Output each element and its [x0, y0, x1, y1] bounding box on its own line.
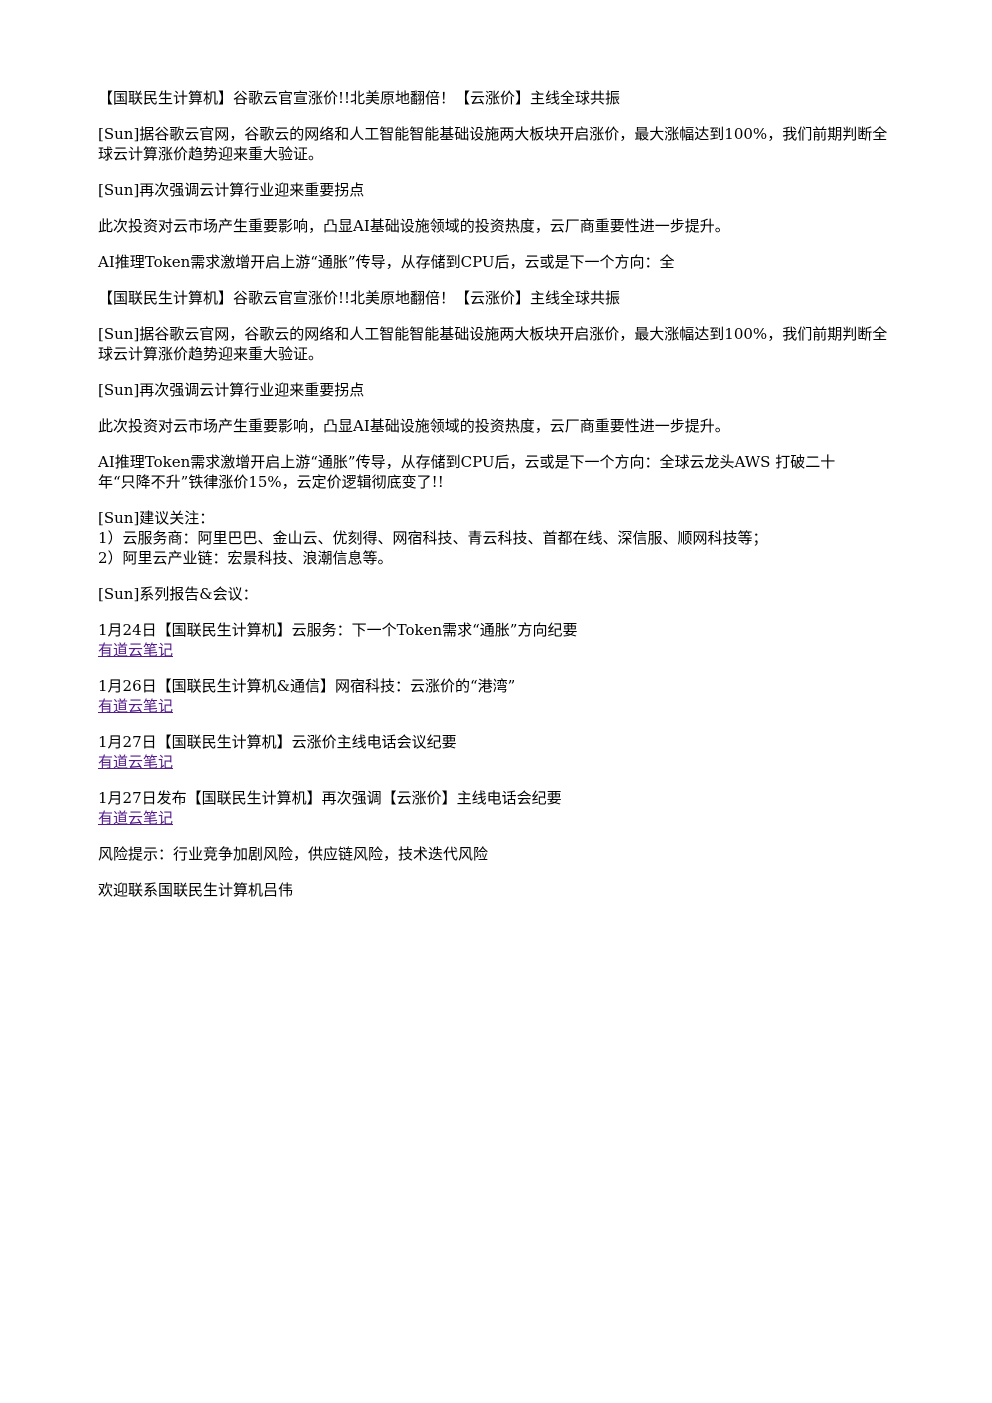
price-hike-paragraph-repeat: [Sun]据谷歌云官网，谷歌云的网络和人工智能智能基础设施两大板块开启涨价，最大…: [98, 325, 888, 363]
aws-paragraph-line-1: AI推理Token需求激增开启上游“通胀”传导，从存储到CPU后，云或是下一个方…: [98, 453, 836, 471]
headline-paragraph-repeat: 【国联民生计算机】谷歌云官宣涨价!!北美原地翻倍！【云涨价】主线全球共振: [98, 289, 621, 307]
youdao-note-link[interactable]: 有道云笔记: [98, 697, 174, 715]
series-heading: [Sun]系列报告&会议：: [98, 585, 258, 603]
aws-paragraph: AI推理Token需求激增开启上游“通胀”传导，从存储到CPU后，云或是下一个方…: [98, 452, 898, 492]
suggestion-item-alibaba-chain: 2）阿里云产业链：宏景科技、浪潮信息等。: [98, 549, 393, 567]
contact-line: 欢迎联系国联民生计算机吕伟: [98, 881, 294, 899]
youdao-note-link[interactable]: 有道云笔记: [98, 809, 174, 827]
meeting-item: 1月26日【国联民生计算机&通信】网宿科技：云涨价的“港湾” 有道云笔记: [98, 676, 898, 716]
investment-paragraph: 此次投资对云市场产生重要影响，凸显AI基础设施领域的投资热度，云厂商重要性进一步…: [98, 217, 730, 235]
suggestion-heading: [Sun]建议关注：: [98, 509, 215, 527]
turning-point-paragraph-repeat: [Sun]再次强调云计算行业迎来重要拐点: [98, 381, 365, 399]
headline-paragraph: 【国联民生计算机】谷歌云官宣涨价!!北美原地翻倍！【云涨价】主线全球共振: [98, 89, 621, 107]
meeting-title: 1月27日【国联民生计算机】云涨价主线电话会议纪要: [98, 733, 457, 751]
meeting-item: 1月27日【国联民生计算机】云涨价主线电话会议纪要 有道云笔记: [98, 732, 898, 772]
price-hike-paragraph: [Sun]据谷歌云官网，谷歌云的网络和人工智能智能基础设施两大板块开启涨价，最大…: [98, 125, 888, 163]
youdao-note-link[interactable]: 有道云笔记: [98, 753, 174, 771]
investment-paragraph-repeat: 此次投资对云市场产生重要影响，凸显AI基础设施领域的投资热度，云厂商重要性进一步…: [98, 417, 730, 435]
suggestion-item-cloud-providers: 1）云服务商：阿里巴巴、金山云、优刻得、网宿科技、青云科技、首都在线、深信服、顺…: [98, 529, 768, 547]
aws-paragraph-line-2: 年“只降不升”铁律涨价15%，云定价逻辑彻底变了!!: [98, 473, 444, 491]
meeting-title: 1月26日【国联民生计算机&通信】网宿科技：云涨价的“港湾”: [98, 677, 516, 695]
meeting-title: 1月24日【国联民生计算机】云服务：下一个Token需求“通胀”方向纪要: [98, 621, 578, 639]
token-inflation-paragraph: AI推理Token需求激增开启上游“通胀”传导，从存储到CPU后，云或是下一个方…: [98, 253, 675, 271]
risk-warning: 风险提示：行业竞争加剧风险，供应链风险，技术迭代风险: [98, 845, 489, 863]
turning-point-paragraph: [Sun]再次强调云计算行业迎来重要拐点: [98, 181, 365, 199]
meeting-title: 1月27日发布【国联民生计算机】再次强调【云涨价】主线电话会纪要: [98, 789, 562, 807]
meeting-item: 1月27日发布【国联民生计算机】再次强调【云涨价】主线电话会纪要 有道云笔记: [98, 788, 898, 828]
youdao-note-link[interactable]: 有道云笔记: [98, 641, 174, 659]
suggestion-block: [Sun]建议关注： 1）云服务商：阿里巴巴、金山云、优刻得、网宿科技、青云科技…: [98, 508, 898, 568]
meeting-item: 1月24日【国联民生计算机】云服务：下一个Token需求“通胀”方向纪要 有道云…: [98, 620, 898, 660]
document-body: 【国联民生计算机】谷歌云官宣涨价!!北美原地翻倍！【云涨价】主线全球共振 [Su…: [98, 88, 898, 916]
